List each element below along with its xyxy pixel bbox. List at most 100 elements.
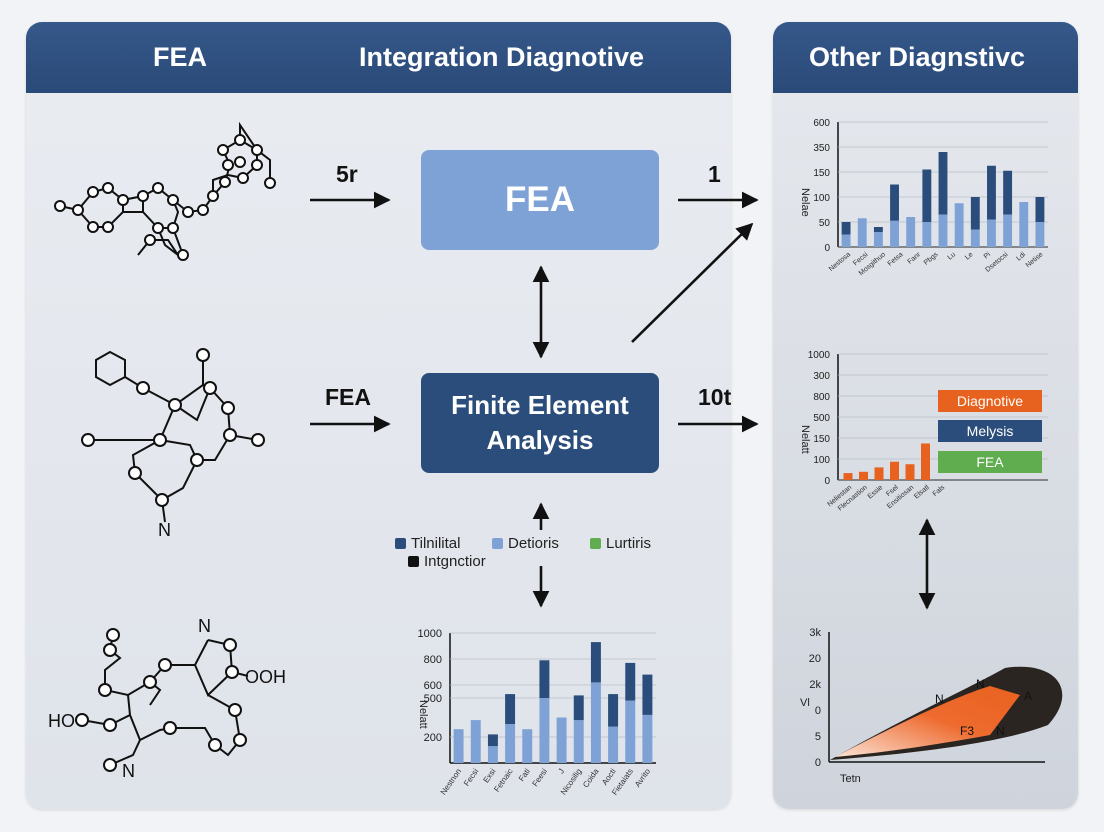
tr-ytick-label: 50 xyxy=(819,218,831,229)
mr-xtick-label: Essie xyxy=(867,484,885,500)
tr-xtick-label: Pi xyxy=(983,251,993,261)
mol2-n-label: N xyxy=(158,520,171,540)
fea-node-label: FEA xyxy=(505,180,575,219)
tr-bar-base xyxy=(841,234,851,247)
legend-item-1: Detioris xyxy=(492,535,559,552)
tr-bar-stack xyxy=(1019,202,1029,247)
legend-swatch-3 xyxy=(408,556,419,567)
bc-bar-base xyxy=(573,720,584,763)
tr-xtick-label: Fetsa xyxy=(887,251,905,268)
fe-node-line1: Finite Element xyxy=(451,390,629,420)
bc-bar-base xyxy=(608,726,619,763)
tr-bar-base xyxy=(1035,222,1045,247)
left-panel-header: FEA Integration Diagnotive xyxy=(26,22,731,93)
mol3-ho-label: HO xyxy=(48,711,75,731)
br-ytick-label: 0 xyxy=(815,705,821,717)
legend-label-1: Detioris xyxy=(508,535,559,552)
tr-bar-stack xyxy=(1035,197,1045,222)
arrow-label-mid-right: 10t xyxy=(698,384,732,410)
bc-bar-stack xyxy=(505,694,516,724)
tr-bar-stack xyxy=(987,165,996,220)
tr-bar-base xyxy=(1003,214,1013,247)
mr-ytick-label: 300 xyxy=(813,371,830,382)
tr-xtick-label: Pbgs xyxy=(923,251,940,267)
tr-xtick-label: Le xyxy=(964,251,975,261)
tr-bar-stack xyxy=(906,217,916,247)
tr-xtick-label: Lu xyxy=(947,251,958,261)
bc-bar-base xyxy=(453,729,464,763)
bc-bar-base xyxy=(625,700,636,763)
bc-bar-stack xyxy=(539,660,550,698)
br-ytick-label: 3k xyxy=(809,627,821,639)
legend-label-0: Tilnilital xyxy=(411,535,461,552)
br-point-n-2: N xyxy=(976,677,985,691)
mr-xtick-label: Elsatl xyxy=(913,484,931,501)
legend-label-3: Intgnctior xyxy=(424,553,486,570)
tr-ytick-label: 600 xyxy=(813,118,830,129)
br-point-n-3: N xyxy=(996,724,1005,738)
mr-ylabel: Nelatt xyxy=(799,425,811,454)
bc-xtick-label: Fecsi xyxy=(462,767,480,788)
mr-ytick-label: 150 xyxy=(813,434,830,445)
bc-ylabel: Nelatt xyxy=(417,700,429,729)
mr-ytick-label: 1000 xyxy=(808,350,831,361)
br-point-f3: F3 xyxy=(960,724,974,738)
tr-bar-base xyxy=(987,219,996,247)
tr-bar-base xyxy=(938,214,948,247)
tr-bar-stack xyxy=(1003,170,1013,215)
bc-xtick-label: Avrito xyxy=(633,767,652,789)
finite-element-analysis-node[interactable]: Finite Element Analysis xyxy=(421,373,659,473)
mr-ytick-label: 100 xyxy=(813,455,830,466)
tr-ytick-label: 350 xyxy=(813,143,830,154)
mr-xtick-label: Fals xyxy=(932,484,947,498)
mr-legend-fea-label: FEA xyxy=(976,454,1004,470)
tr-bar-stack xyxy=(857,218,867,247)
tr-bar-stack xyxy=(938,152,948,215)
tr-bar-base xyxy=(922,222,932,247)
bc-ytick-label: 500 xyxy=(424,693,442,705)
bc-xtick-label: Coida xyxy=(581,767,601,790)
tr-xtick-label: Ldi xyxy=(1015,251,1027,263)
bc-xtick-label: Fati xyxy=(517,767,532,783)
fea-node[interactable]: FEA xyxy=(421,150,659,250)
legend-swatch-1 xyxy=(492,538,503,549)
br-point-n-1: N xyxy=(935,692,944,706)
tr-bar-stack xyxy=(873,227,883,232)
legend-swatch-2 xyxy=(590,538,601,549)
bc-bar-stack xyxy=(573,695,584,721)
bc-bar-base xyxy=(505,724,516,763)
tr-ytick-label: 100 xyxy=(813,193,830,204)
mol3-n-bottom-label: N xyxy=(122,761,135,781)
mr-legend-melysis: Melysis xyxy=(938,420,1042,442)
arrow-diagonal-to-top-chart xyxy=(631,222,754,343)
mr-bar xyxy=(905,464,915,480)
bc-bar-base xyxy=(642,714,653,763)
legend-item-0: Tilnilital xyxy=(395,535,460,552)
header-title-integration: Integration Diagnotive xyxy=(359,42,645,72)
legend-item-3: Intgnctior xyxy=(408,553,486,570)
mr-legend-diagnotive-label: Diagnotive xyxy=(956,393,1024,409)
bc-bar-stack xyxy=(608,694,619,727)
br-ylabel: Vl xyxy=(800,697,810,709)
br-ytick-label: 2k xyxy=(809,679,821,691)
molecule-structure-3 xyxy=(75,628,249,772)
legend-item-2: Lurtiris xyxy=(590,535,651,552)
bc-ytick-label: 600 xyxy=(424,680,442,692)
bc-bar-stack xyxy=(487,734,498,747)
bc-bar-base xyxy=(470,720,481,763)
tr-bar-base xyxy=(970,229,980,247)
br-point-a: A xyxy=(1024,689,1032,703)
molecule-structure-2 xyxy=(81,348,265,523)
tr-xtick-label: Fanr xyxy=(907,251,923,266)
bc-bar-stack xyxy=(642,674,653,715)
br-ytick-label: 20 xyxy=(809,653,821,665)
mol3-n-top-label: N xyxy=(198,616,211,636)
mr-bar xyxy=(874,467,884,480)
tr-xtick-label: Nestosa xyxy=(828,251,852,273)
tr-bar-stack xyxy=(970,197,980,230)
mol3-oh-label: OOH xyxy=(245,667,286,687)
bc-bar-base xyxy=(539,698,550,763)
bc-bar-base xyxy=(522,729,533,763)
